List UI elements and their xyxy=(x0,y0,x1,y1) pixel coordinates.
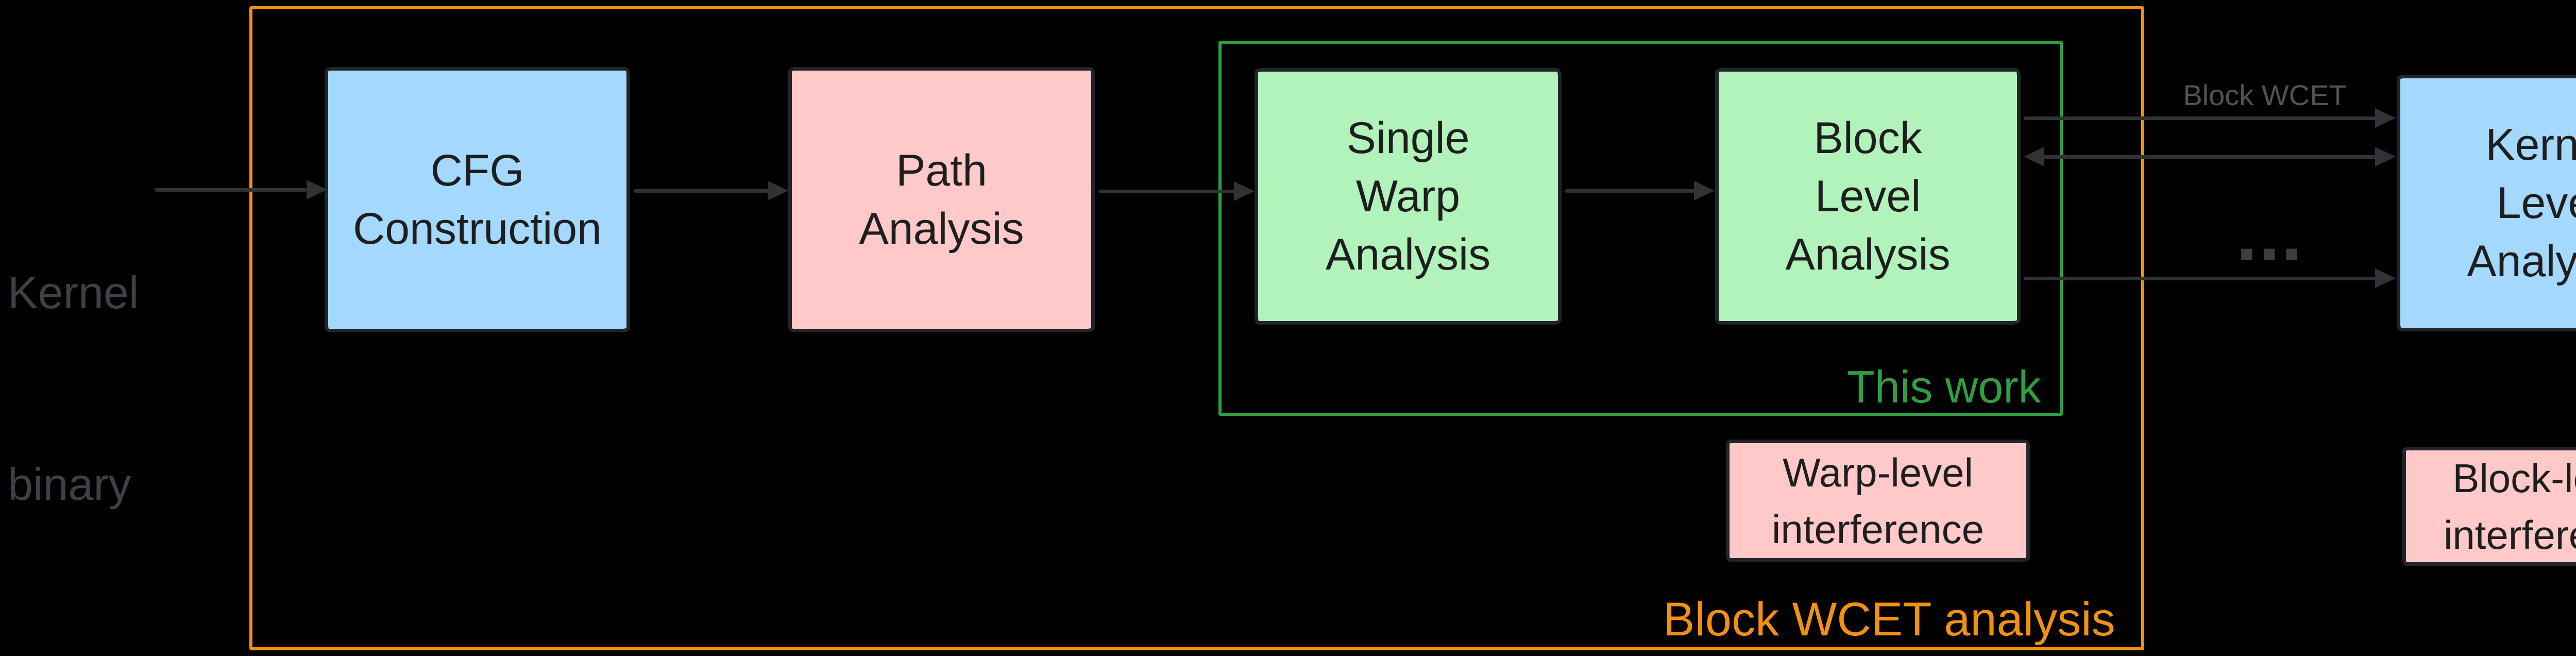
node-label-line: Analysis xyxy=(2467,236,2576,286)
node-path-analysis: Path Analysis xyxy=(788,67,1095,332)
arrow-block-wcet-3 xyxy=(2024,277,2376,280)
block-wcet-analysis-label: Block WCET analysis xyxy=(1663,593,2115,646)
block-wcet-analysis-container xyxy=(249,6,2144,650)
node-label-line: Analysis xyxy=(1785,229,1951,279)
node-block-level-analysis: Block Level Analysis xyxy=(1715,68,2021,325)
block-wcet-arrow-label: Block WCET xyxy=(2183,79,2347,111)
node-label-line: Analysis xyxy=(1325,229,1491,279)
node-kernel-level-analysis: Kernel Level Analysis xyxy=(2397,75,2576,331)
sidebox-label-line: Warp-level xyxy=(1783,449,1973,495)
node-cfg-construction: CFG Construction xyxy=(325,67,630,332)
arrowhead-input-to-cfg xyxy=(307,180,327,199)
ellipsis-dots: ... xyxy=(2236,190,2304,277)
sidebox-label-line: Block-level xyxy=(2452,455,2576,501)
kernel-binary-line-1: Kernel xyxy=(8,267,139,318)
arrow-path-to-singlewarp xyxy=(1098,190,1235,193)
node-label-line: Level xyxy=(1815,171,1921,221)
kernel-binary-label: Kernel binary xyxy=(8,133,139,644)
node-label-line: Single xyxy=(1346,113,1470,163)
arrow-block-wcet-1 xyxy=(2024,116,2376,120)
arrow-singlewarp-to-block xyxy=(1565,189,1695,193)
node-label-line: Path xyxy=(896,145,987,195)
this-work-container xyxy=(1218,41,2063,416)
arrow-cfg-to-path xyxy=(634,189,769,193)
node-label-line: CFG xyxy=(430,145,524,195)
arrowhead-cfg-to-path xyxy=(768,181,788,200)
arrowhead-path-to-singlewarp xyxy=(1234,181,1255,201)
sidebox-label-line: interference xyxy=(1772,506,1984,552)
warp-level-interference-box: Warp-level interference xyxy=(1726,440,2030,562)
arrowhead-singlewarp-to-block xyxy=(1694,181,1715,200)
arrow-input-to-cfg xyxy=(155,188,307,192)
node-single-warp-analysis: Single Warp Analysis xyxy=(1255,68,1562,325)
node-label-line: Kernel xyxy=(2485,120,2576,170)
node-label-line: Level xyxy=(2496,178,2576,228)
kernel-binary-line-2: binary xyxy=(8,459,131,510)
arrowhead-east-block-wcet-2 xyxy=(2375,147,2396,166)
arrowhead-block-wcet-3 xyxy=(2375,268,2396,288)
node-label-line: Block xyxy=(1814,113,1922,163)
arrowhead-west-block-wcet-2 xyxy=(2024,147,2044,166)
node-label-line: Analysis xyxy=(859,204,1024,254)
this-work-label: This work xyxy=(1847,361,2041,412)
block-level-interference-box: Block-level interference xyxy=(2402,447,2576,566)
arrowhead-block-wcet-1 xyxy=(2375,108,2396,128)
arrow-block-wcet-2 xyxy=(2043,155,2376,159)
sidebox-label-line: interference xyxy=(2444,512,2576,558)
node-label-line: Construction xyxy=(353,204,602,254)
node-label-line: Warp xyxy=(1355,171,1461,221)
